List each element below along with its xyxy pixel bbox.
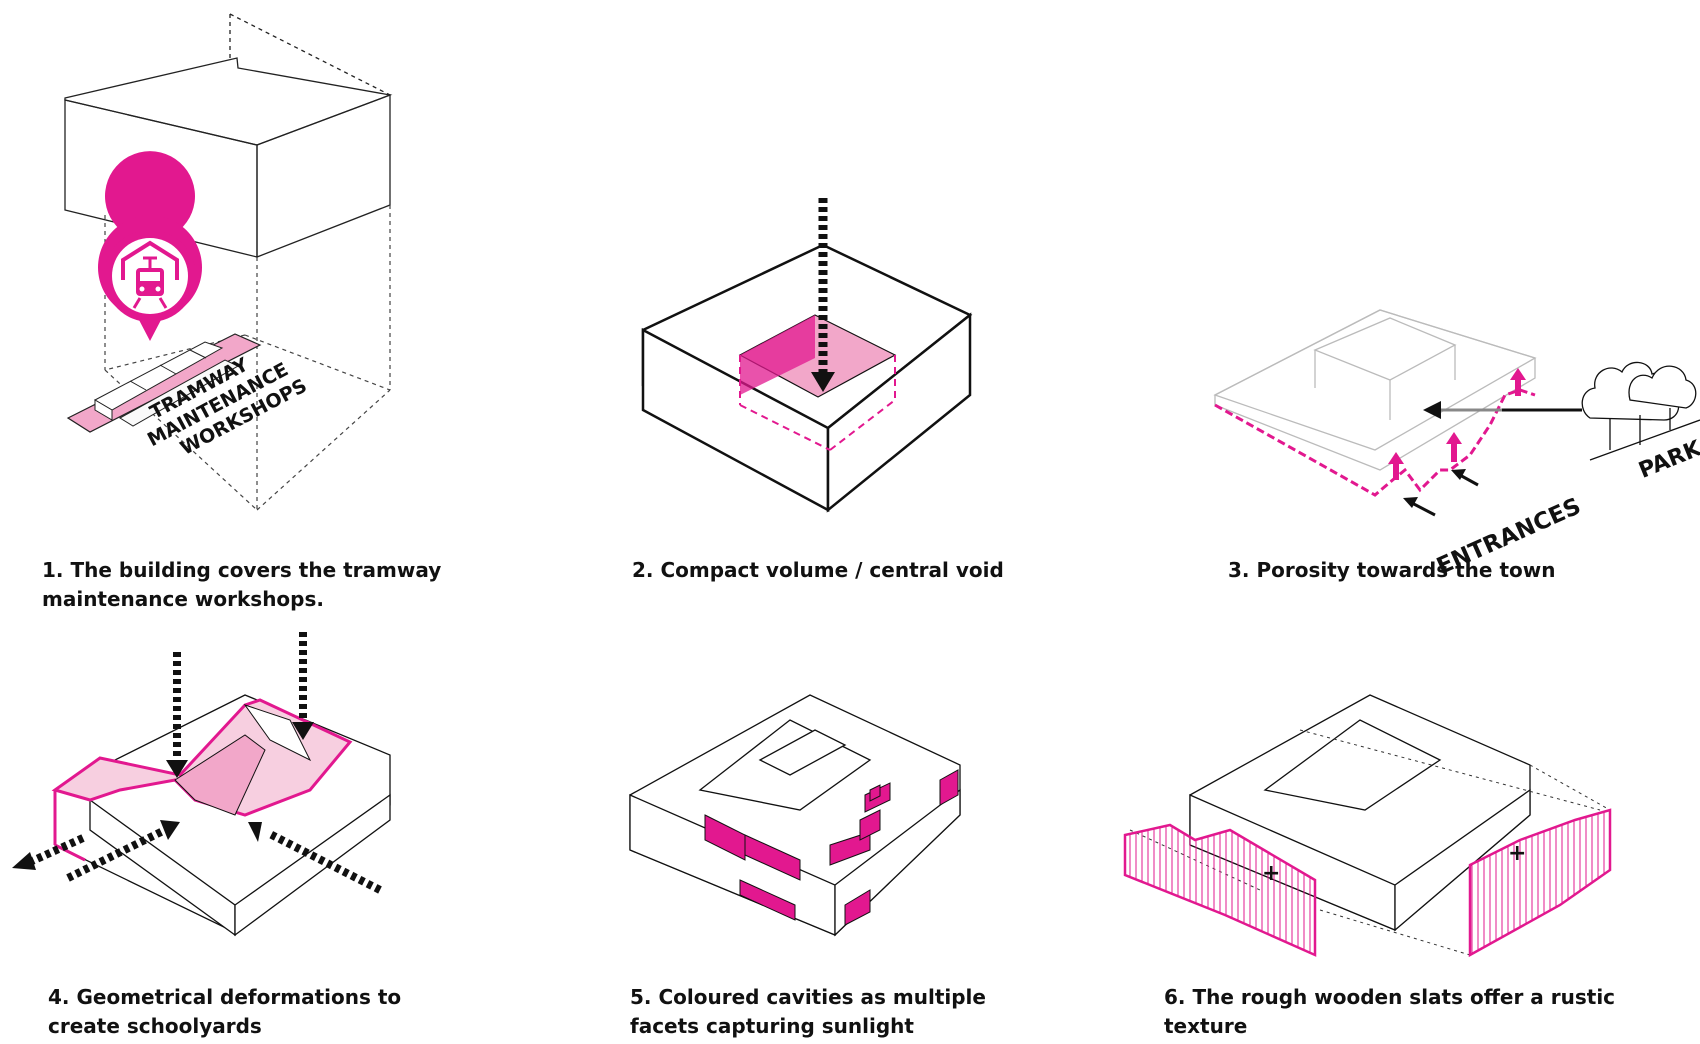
caption-panel-5: 5. Coloured cavities as multiple facets …: [630, 985, 986, 1038]
label-park: PARK: [1635, 436, 1700, 484]
coloured-cavities: [704, 769, 959, 926]
tree-icon: [1581, 361, 1700, 461]
caption-panel-4: 4. Geometrical deformations to create sc…: [48, 985, 402, 1038]
porous-edge: [1214, 388, 1536, 497]
plus-right: +: [1508, 841, 1526, 866]
ghost-volume: [1213, 309, 1537, 471]
caption-panel-2: 2. Compact volume / central void: [632, 558, 1004, 582]
caption-panel-6: 6. The rough wooden slats offer a rustic…: [1164, 985, 1616, 1038]
deformation-arrows: [12, 632, 382, 894]
trams: [93, 341, 240, 427]
panel-3-drawing: PARK ENTRANCES: [1213, 309, 1700, 580]
entrance-up-arrows: [1388, 368, 1526, 480]
downward-arrow: [811, 198, 835, 392]
panel-4-drawing: [12, 632, 391, 937]
panel-1-drawing: TRAMWAY MAINTENANCE WORKSHOPS: [64, 13, 393, 511]
panel-6-drawing: + +: [1123, 694, 1612, 958]
plus-left: +: [1262, 861, 1280, 886]
panel-5-drawing: [629, 694, 961, 937]
caption-panel-3: 3. Porosity towards the town: [1228, 558, 1556, 582]
entrance-arrows: [1403, 469, 1479, 517]
right-slat-facade: [1468, 808, 1612, 958]
panel-2-drawing: [641, 198, 973, 513]
cavity-volume: [629, 694, 961, 937]
caption-panel-1: 1. The building covers the tramway maint…: [42, 558, 442, 611]
tram-depot-map-pin-icon: [98, 151, 202, 341]
void-dashed-outline: [739, 355, 896, 451]
left-slat-facade: [1123, 823, 1317, 957]
